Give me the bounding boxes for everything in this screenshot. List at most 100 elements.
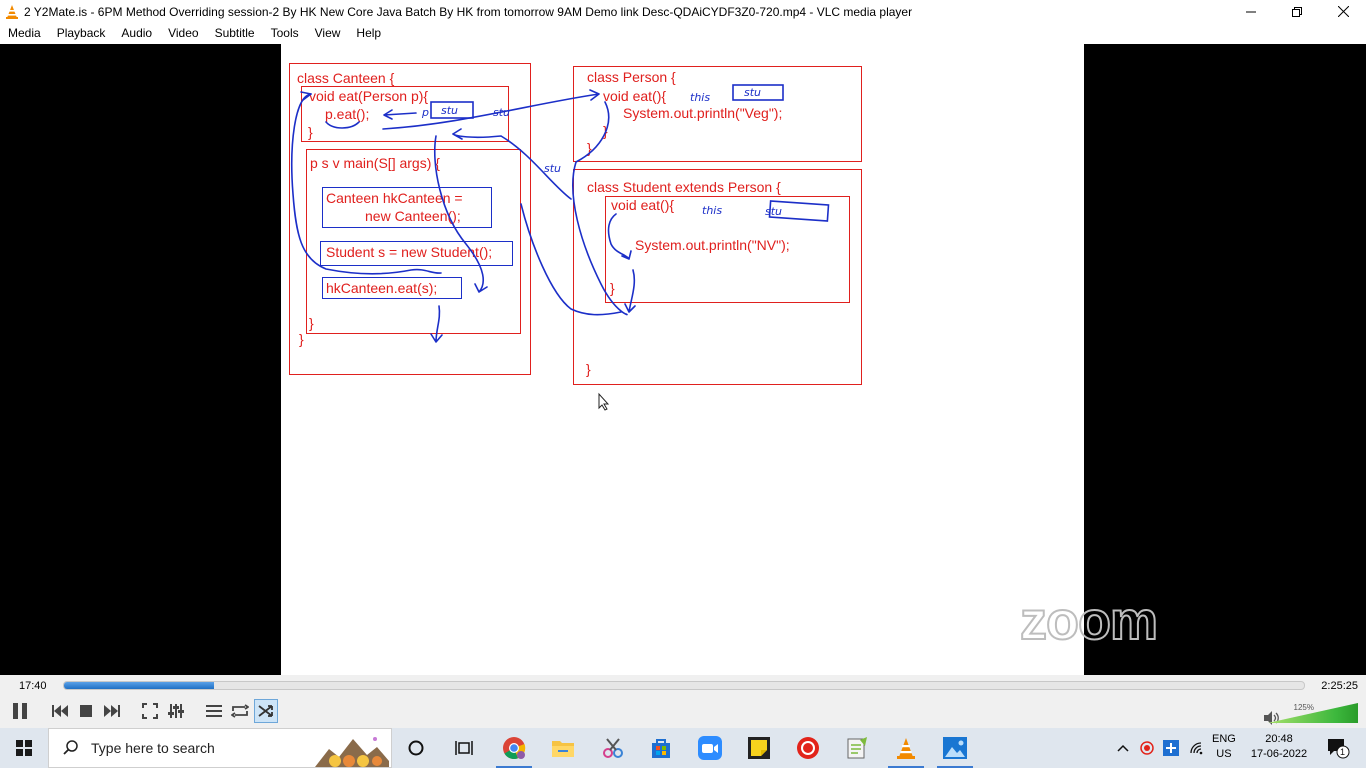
stmt-canteen-box (322, 187, 492, 228)
shuffle-icon (258, 705, 273, 717)
window-title: 2 Y2Mate.is - 6PM Method Overriding sess… (24, 4, 913, 19)
vlc-cone-icon (6, 4, 18, 19)
taskbar-snipping-tool[interactable] (589, 728, 637, 768)
menu-video[interactable]: Video (168, 26, 199, 40)
main-close: } (309, 315, 314, 331)
return-arrow (452, 128, 572, 200)
stu-route-arrow (520, 203, 622, 316)
menu-help[interactable]: Help (356, 26, 382, 40)
stop-button[interactable] (74, 699, 98, 723)
extended-settings-button[interactable] (164, 699, 188, 723)
menu-subtitle[interactable]: Subtitle (214, 26, 255, 40)
stmt-canteen-line2: new Canteen(); (365, 208, 461, 224)
notepad-icon (847, 737, 867, 759)
sticky-notes-icon (748, 737, 770, 759)
person-class-box (573, 66, 862, 162)
taskbar-file-explorer[interactable] (539, 728, 587, 768)
student-eat-arrow (607, 213, 632, 260)
person-eat-signature: void eat(){ (603, 88, 667, 104)
person-this-stu-box (732, 84, 784, 101)
volume-level-label: 125% (1293, 703, 1314, 712)
canteen-eat-close: } (308, 124, 313, 140)
show-hidden-icons-button[interactable] (1112, 728, 1134, 768)
canteen-eat-call: p.eat(); (325, 106, 370, 122)
seek-progress (64, 682, 215, 689)
student-class-header: class Student extends Person { (587, 179, 781, 195)
taskbar-clock[interactable]: 20:48 17-06-2022 (1250, 732, 1308, 762)
clock-date: 17-06-2022 (1250, 748, 1308, 760)
previous-icon (52, 705, 68, 717)
stu-label-1: stu (493, 106, 510, 119)
store-icon (652, 739, 670, 758)
student-stu-label: stu (765, 205, 782, 218)
taskbar-chrome[interactable] (490, 728, 538, 768)
minimize-button[interactable] (1228, 0, 1274, 23)
scissors-icon (603, 738, 623, 758)
menu-playback[interactable]: Playback (56, 26, 106, 40)
notification-icon (1328, 739, 1350, 759)
seek-bar[interactable] (63, 681, 1305, 690)
restore-button[interactable] (1274, 0, 1320, 23)
taskbar-microsoft-store[interactable] (637, 728, 685, 768)
student-exit-arrow (624, 269, 636, 313)
left-loop-arrow (291, 93, 442, 275)
tray-network[interactable] (1186, 728, 1208, 768)
stop-icon (80, 705, 92, 717)
mouse-cursor-icon (598, 392, 610, 411)
playlist-button[interactable] (202, 699, 226, 723)
language-code: ENG (1212, 733, 1236, 745)
cortana-button[interactable] (392, 728, 440, 768)
tray-recorder[interactable] (1136, 728, 1158, 768)
menu-tools[interactable]: Tools (270, 26, 299, 40)
taskbar-notepad-plus[interactable] (833, 728, 881, 768)
handwritten-arrows: p stu stu this stu stu this stu (291, 84, 830, 411)
taskbar-screen-recorder[interactable] (784, 728, 832, 768)
menu-audio[interactable]: Audio (121, 26, 153, 40)
stmt-canteen-line1: Canteen hkCanteen = (326, 190, 463, 206)
start-button[interactable] (0, 728, 48, 768)
action-center-button[interactable]: 1 (1318, 728, 1358, 768)
windows-taskbar: Type here to search (0, 728, 1366, 768)
task-view-button[interactable] (440, 728, 488, 768)
stmt-student: Student s = new Student(); (326, 244, 493, 260)
taskbar-photos[interactable] (931, 728, 979, 768)
pause-button[interactable] (6, 699, 34, 723)
cortana-icon (408, 740, 424, 756)
person-class-header: class Person { (587, 69, 676, 85)
loop-button[interactable] (228, 699, 252, 723)
dispatch-curve-arrow (572, 101, 628, 316)
stmt-eat-call-box (322, 277, 462, 299)
window-titlebar: 2 Y2Mate.is - 6PM Method Overriding sess… (0, 0, 1366, 23)
left-loop-arrow-head (300, 91, 312, 101)
menu-view[interactable]: View (314, 26, 341, 40)
folder-icon (552, 741, 574, 757)
taskbar-search-box[interactable]: Type here to search (48, 728, 392, 768)
shuffle-button[interactable] (254, 699, 278, 723)
tray-plus-app[interactable] (1160, 728, 1182, 768)
close-button[interactable] (1320, 0, 1366, 23)
taskbar-sticky-notes[interactable] (735, 728, 783, 768)
next-button[interactable] (100, 699, 124, 723)
video-area[interactable]: class Canteen { void eat(Person p){ p.ea… (0, 44, 1366, 675)
input-language[interactable]: ENG US (1212, 732, 1236, 762)
plus-tray-icon (1163, 740, 1179, 756)
p-stu-box (430, 101, 474, 119)
previous-button[interactable] (48, 699, 72, 723)
pause-icon (13, 703, 27, 719)
main-end-arrow (430, 305, 443, 343)
loop-icon (231, 704, 249, 718)
fullscreen-button[interactable] (138, 699, 162, 723)
student-class-box (573, 169, 862, 385)
player-controls: 17:40 2:25:25 125% (0, 675, 1366, 728)
stmt-eat-call: hkCanteen.eat(s); (326, 280, 438, 296)
search-icon (63, 740, 78, 755)
student-eat-body: System.out.println("NV"); (635, 237, 790, 253)
minimize-icon (1246, 11, 1256, 12)
menu-media[interactable]: Media (8, 26, 41, 40)
taskbar-vlc[interactable] (882, 728, 930, 768)
stmt-student-box (320, 241, 513, 266)
taskbar-zoom[interactable] (686, 728, 734, 768)
volume-slider[interactable] (1264, 701, 1360, 725)
total-time[interactable]: 2:25:25 (1321, 680, 1358, 692)
record-icon (797, 737, 819, 759)
